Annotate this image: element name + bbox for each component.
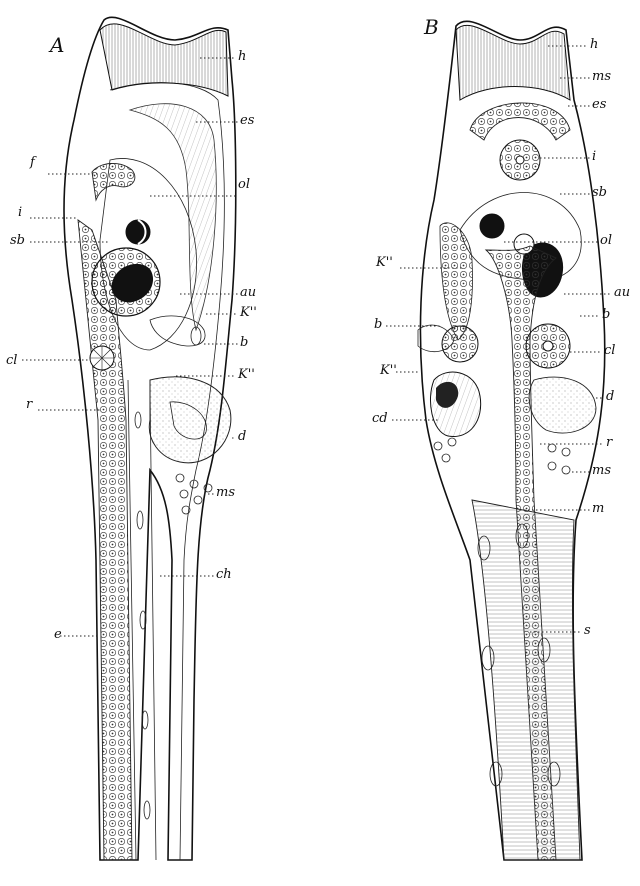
structure-label: au	[614, 285, 630, 300]
structure-label: cl	[604, 343, 615, 358]
endostyle-b	[470, 103, 570, 140]
structure-label: es	[592, 97, 607, 112]
structure-label: i	[592, 149, 596, 164]
panel-b	[418, 21, 605, 860]
structure-label: i	[18, 205, 22, 220]
structure-label: au	[240, 285, 256, 300]
structure-label: K''	[237, 367, 255, 382]
structure-label: ch	[216, 567, 232, 582]
mesoderm-cells-a	[176, 474, 212, 514]
structure-label: cd	[372, 411, 388, 426]
gill-bud-left-b	[442, 326, 478, 362]
structure-label: s	[584, 623, 591, 638]
structure-label: ms	[592, 463, 611, 478]
structure-label: K''	[379, 363, 397, 378]
structure-label: e	[54, 627, 62, 642]
structure-label: K''	[375, 255, 393, 270]
notochord-vacuoles-a	[135, 412, 150, 819]
structure-label: ol	[600, 233, 612, 248]
structure-label: ol	[238, 177, 250, 192]
head-cap-a	[100, 24, 228, 96]
structure-label: r	[26, 397, 33, 412]
structure-label: cl	[6, 353, 17, 368]
structure-label: sb	[592, 185, 607, 200]
panel-letter-b: B	[423, 15, 439, 39]
structure-label: b	[602, 307, 610, 322]
gill-column-b	[440, 223, 472, 340]
structure-label: f	[29, 155, 37, 170]
panel-letter-a: A	[48, 33, 64, 57]
structure-label: m	[592, 501, 604, 516]
tail-muscle-b	[472, 500, 580, 860]
panel-a	[64, 17, 236, 860]
otolith-b	[480, 214, 504, 238]
structure-label: d	[606, 389, 614, 404]
head-cap-b	[456, 25, 570, 100]
structure-label: ms	[216, 485, 235, 500]
structure-label: sb	[10, 233, 25, 248]
structure-label: d	[238, 429, 246, 444]
digestive-b	[529, 377, 596, 433]
structure-label: b	[374, 317, 382, 332]
structure-label: h	[590, 37, 598, 52]
funnel-a	[92, 163, 135, 200]
mesoderm-cells-b	[434, 438, 570, 474]
digestive-dark-b	[430, 372, 480, 436]
notochord-a	[128, 380, 156, 860]
structure-label: b	[240, 335, 248, 350]
structure-label: K''	[239, 305, 257, 320]
structure-label: es	[240, 113, 255, 128]
digestive-a	[149, 377, 231, 463]
structure-label: h	[238, 49, 246, 64]
structure-label: r	[606, 435, 613, 450]
structure-label: ms	[592, 69, 611, 84]
